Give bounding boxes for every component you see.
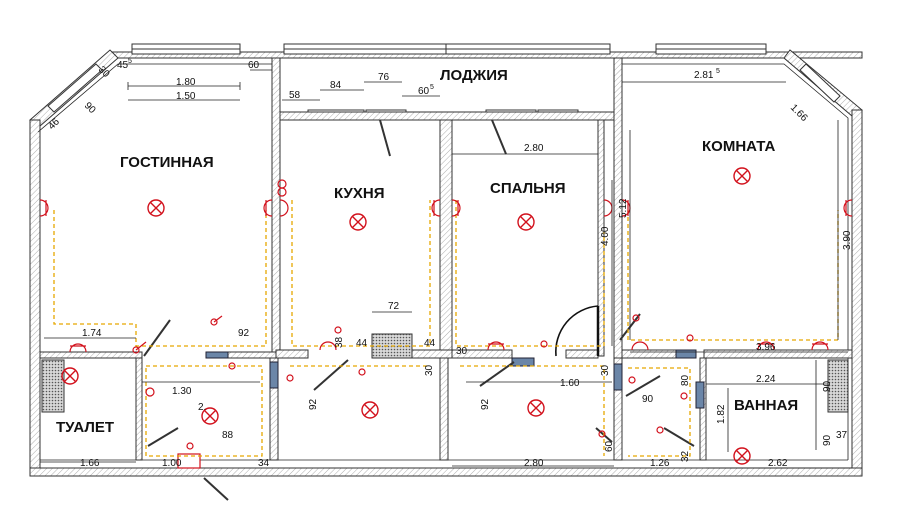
dim-60: 60 <box>248 60 260 71</box>
dim-30-b: 30 <box>456 346 468 357</box>
dim-280-bot: 2.80 <box>524 458 544 469</box>
dim-2x: 2. <box>198 402 206 413</box>
dim-60-c: 60 <box>604 440 615 452</box>
dim-150: 1.50 <box>176 91 196 102</box>
dim-166: 1.66 <box>788 102 810 124</box>
dim-30-d: 30 <box>600 364 611 376</box>
dim-174: 1.74 <box>82 328 102 339</box>
dim-400: 4.00 <box>600 226 611 246</box>
dim-32: 32 <box>680 450 691 462</box>
dim-45-sup: 5 <box>128 58 132 65</box>
dim-58: 58 <box>289 90 301 101</box>
dim-44-b: 44 <box>356 338 368 349</box>
room-labels: ГОСТИННАЯ КУХНЯ СПАЛЬНЯ КОМНАТА ЛОДЖИЯ Т… <box>56 67 798 436</box>
dim-72: 72 <box>388 301 400 312</box>
dim-90-d: 90 <box>822 434 833 446</box>
interior-walls <box>39 57 853 461</box>
room-label-kitchen: КУХНЯ <box>334 185 384 202</box>
dim-512: 5.12 <box>618 198 629 218</box>
dim-30-c: 30 <box>424 364 435 376</box>
room-label-toilet: ТУАЛЕТ <box>56 419 114 436</box>
dim-160: 1.60 <box>560 378 580 389</box>
dim-92-a: 92 <box>238 328 250 339</box>
electrical <box>39 167 853 465</box>
dim-262: 2.62 <box>768 458 788 469</box>
doors <box>143 119 705 501</box>
dim-60-b-sup: 5 <box>430 84 434 91</box>
dim-90-b: 90 <box>642 394 654 405</box>
dim-166-b: 1.66 <box>80 458 100 469</box>
dim-37: 37 <box>836 430 848 441</box>
dim-180: 1.80 <box>176 77 196 88</box>
dim-76: 76 <box>378 72 390 83</box>
dim-281-sup: 5 <box>716 68 720 75</box>
dim-396: 3.96 <box>756 342 776 353</box>
dim-224: 2.24 <box>756 374 776 385</box>
room-label-loggia: ЛОДЖИЯ <box>440 67 508 84</box>
dim-92-b: 92 <box>308 398 319 410</box>
wiring <box>53 200 839 457</box>
dim-182: 1.82 <box>716 404 727 424</box>
dim-280-top: 2.80 <box>524 143 544 154</box>
room-label-bath: ВАННАЯ <box>734 397 798 414</box>
dim-126: 1.26 <box>650 458 670 469</box>
room-label-living: ГОСТИННАЯ <box>120 154 214 171</box>
dim-38: 38 <box>334 336 345 348</box>
dim-45: 45 <box>117 60 129 71</box>
dim-44-a: 44 <box>424 338 436 349</box>
dim-92-c: 92 <box>480 398 491 410</box>
dim-281: 2.81 <box>694 70 714 81</box>
dimension-lines <box>40 69 852 469</box>
outer-walls <box>29 49 863 477</box>
room-label-bedroom: СПАЛЬНЯ <box>490 180 566 197</box>
dim-390: 3.90 <box>842 230 853 250</box>
dim-90: 90 <box>82 100 98 116</box>
dim-100: 1.00 <box>162 458 182 469</box>
dim-34: 34 <box>258 458 270 469</box>
dim-130: 1.30 <box>172 386 192 397</box>
dim-84: 84 <box>330 80 342 91</box>
dim-60-b: 60 <box>418 86 430 97</box>
dim-80: 80 <box>680 374 691 386</box>
dim-90-c: 90 <box>822 380 833 392</box>
room-label-room: КОМНАТА <box>702 138 775 155</box>
dim-88: 88 <box>222 430 234 441</box>
